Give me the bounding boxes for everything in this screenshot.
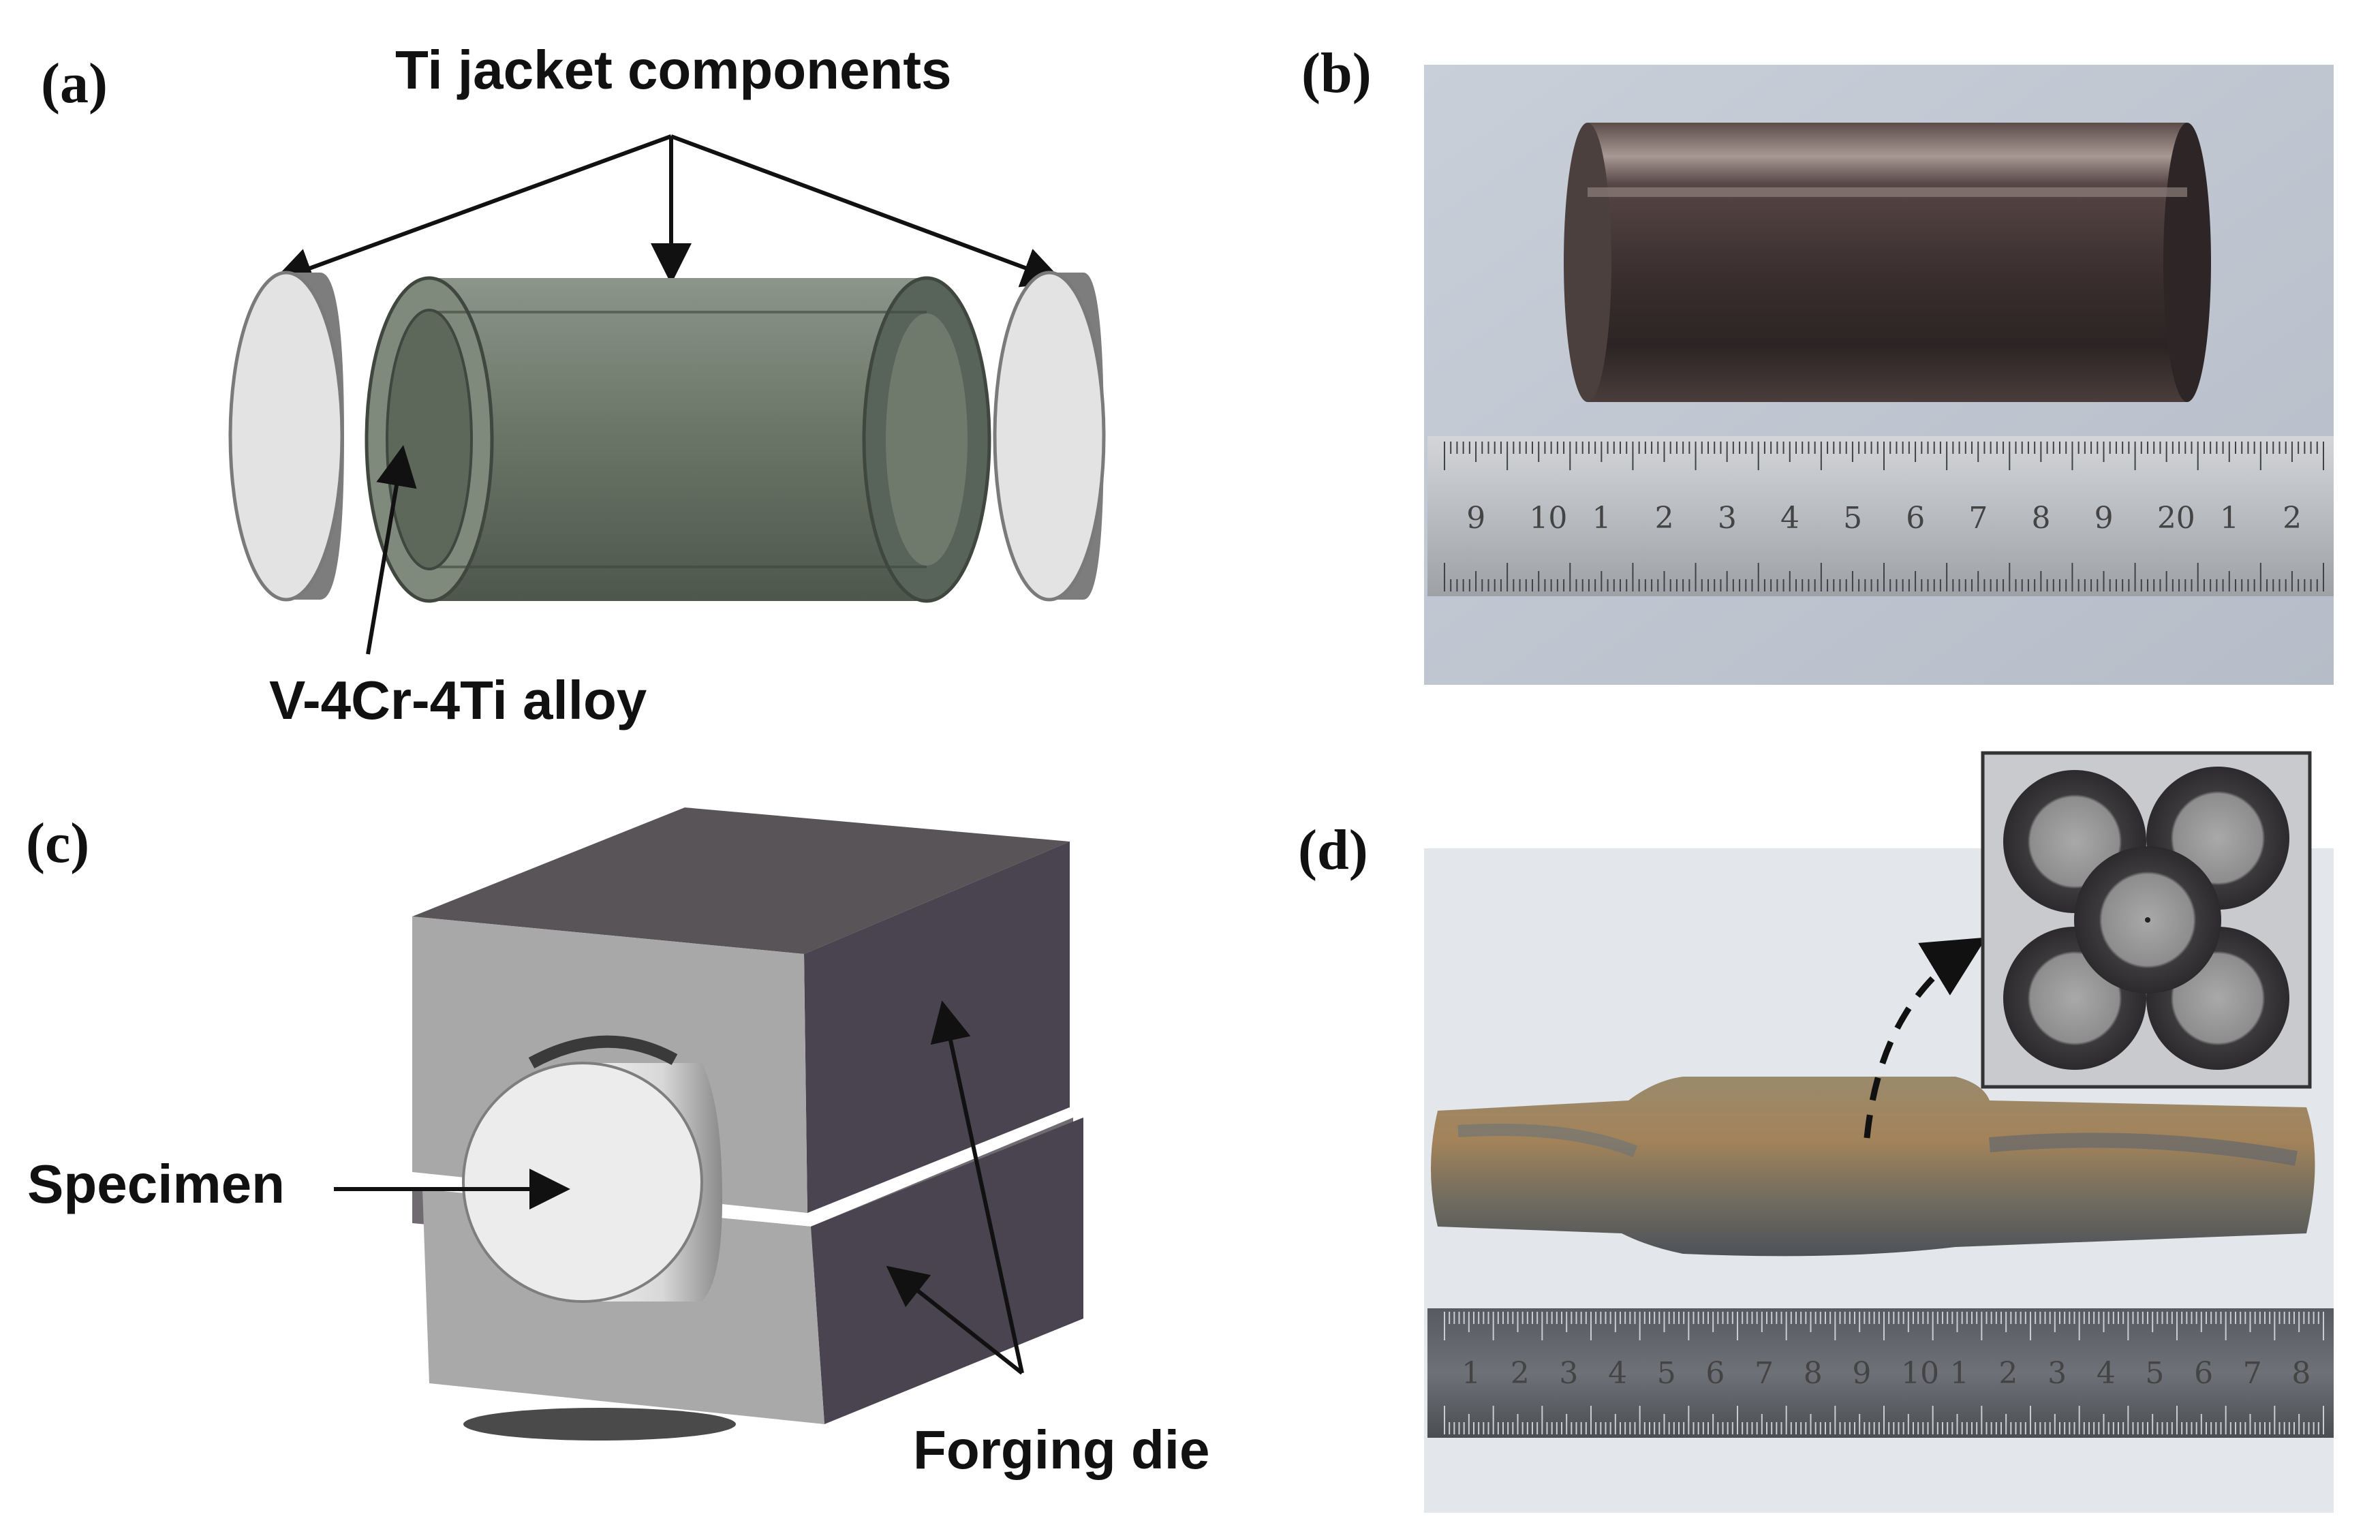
specimen-cylinder: [462, 1035, 722, 1303]
ruler-number: 4: [1780, 501, 1799, 536]
ti-jacket-arrows: [271, 134, 1064, 288]
ruler-number: 1: [2220, 501, 2239, 536]
ruler-number: 4: [1608, 1356, 1627, 1391]
ruler-number: 7: [1968, 501, 1988, 536]
alloy-label: V-4Cr-4Ti alloy: [269, 670, 647, 730]
ruler-number: 4: [2097, 1356, 2116, 1391]
ruler-number: 5: [1657, 1356, 1676, 1391]
ruler-number: 9: [1852, 1356, 1871, 1391]
specimen-label: Specimen: [27, 1154, 285, 1214]
ruler-number: 5: [2145, 1356, 2164, 1391]
ruler-number: 1: [1462, 1356, 1481, 1391]
ruler-number: 7: [2243, 1356, 2262, 1391]
ti-jacket-label: Ti jacket components: [395, 40, 952, 100]
ruler-number: 6: [1906, 501, 1925, 536]
ruler-number: 2: [1998, 1356, 2018, 1391]
ruler-number: 9: [1466, 501, 1485, 536]
ruler-b-ticks: [1444, 442, 2324, 591]
cross-section-inset: [1981, 751, 2312, 1089]
panel-a: (a) Ti jacket components: [41, 40, 1106, 730]
forged-bar: [1431, 1077, 2315, 1257]
left-end-cap: [228, 271, 344, 602]
ruler-number: 5: [1843, 501, 1862, 536]
ruler-number: 2: [2283, 501, 2302, 536]
panel-b-label: (b): [1301, 42, 1372, 105]
ruler-number: 6: [2194, 1356, 2213, 1391]
panel-b: (b) 9 10 1 2 3 4 5 6 7 8 9 20 1 2: [1301, 42, 2334, 685]
ruler-number: 8: [1804, 1356, 1823, 1391]
forging-die-label: Forging die: [913, 1419, 1210, 1480]
die-shadow: [463, 1408, 736, 1441]
panel-c-label: (c): [26, 812, 89, 875]
ti-jacket-tube: [365, 276, 991, 603]
forging-die-arrows: [886, 1000, 1024, 1375]
ruler-number: 10: [1901, 1356, 1939, 1391]
alloy-arrow: [366, 445, 417, 655]
right-end-cap: [993, 271, 1106, 602]
panel-d-label: (d): [1298, 818, 1368, 882]
ruler-number: 1: [1950, 1356, 1969, 1391]
ruler-number: 3: [1718, 501, 1737, 536]
ruler-number: 10: [1529, 501, 1567, 536]
ruler-number: 9: [2095, 501, 2114, 536]
ruler-number: 3: [1559, 1356, 1578, 1391]
panel-c: (c) Specimen Forging di: [26, 807, 1210, 1480]
ruler-number: 2: [1511, 1356, 1530, 1391]
ruler-d-ticks: [1444, 1312, 2324, 1434]
inset-arrow: [1864, 937, 1987, 1139]
ruler-number: 1: [1592, 501, 1611, 536]
ruler-number: 8: [2291, 1356, 2311, 1391]
ruler-number: 2: [1655, 501, 1674, 536]
jacketed-rod: [1564, 123, 2211, 402]
ruler-number: 20: [2157, 501, 2195, 536]
ruler-number: 8: [2032, 501, 2051, 536]
ruler-number: 6: [1705, 1356, 1725, 1391]
ruler-number: 7: [1755, 1356, 1774, 1391]
panel-a-label: (a): [41, 52, 108, 115]
ruler-b: 9 10 1 2 3 4 5 6 7 8 9 20 1 2: [1427, 436, 2334, 596]
ruler-number: 3: [2047, 1356, 2067, 1391]
ruler-b-numbers: 9 10 1 2 3 4 5 6 7 8 9 20 1 2: [1466, 501, 2302, 536]
